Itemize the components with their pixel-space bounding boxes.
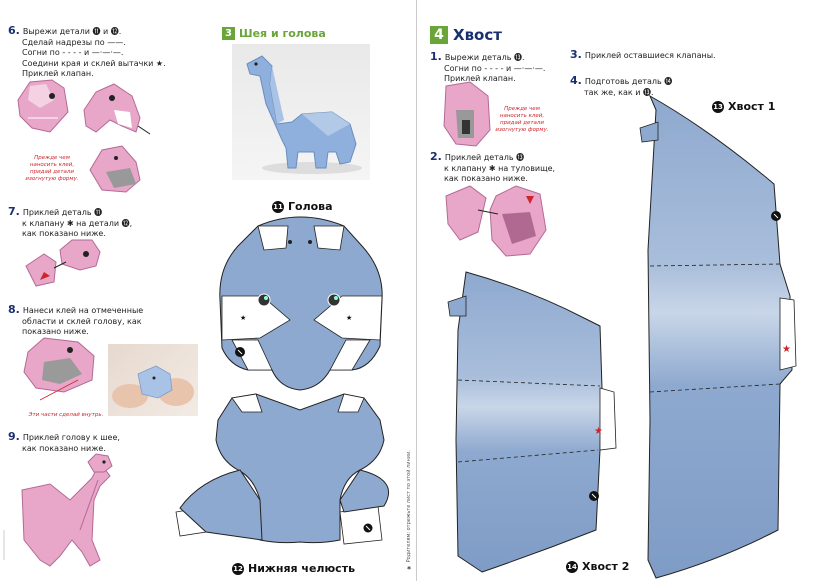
jaw-piece xyxy=(175,393,389,545)
svg-text:★: ★ xyxy=(346,314,352,322)
step-6: 6.Вырежи детали ⓫ и ⓬. Сделай надрезы по… xyxy=(8,24,166,78)
step-1: 1.Вырежи деталь ⓭. Согни по - - - - и —·… xyxy=(430,50,546,83)
section-header-tail: 4 Хвост xyxy=(430,26,502,44)
pink-head-piece-icon xyxy=(17,79,69,133)
pink-tail-attach-icon xyxy=(445,185,547,257)
svg-text:★: ★ xyxy=(240,314,246,322)
page-spine xyxy=(416,0,417,581)
section-title: Хвост xyxy=(453,26,502,44)
pink-tail-fold-icon xyxy=(443,81,491,147)
warning-note-inside: Эти части сделай внутрь. xyxy=(28,412,104,418)
tail-2-piece: ★ xyxy=(447,271,617,573)
section-header-neck-head: 3 Шея и голова xyxy=(222,27,326,40)
warning-note: Прежде чем наносить клей, придай детали … xyxy=(25,155,79,182)
section-badge: 4 xyxy=(430,26,448,44)
warning-note: Прежде чем наносить клей, придай детали … xyxy=(495,106,549,133)
step-8: 8.Нанеси клей на отмеченные области и ск… xyxy=(8,303,144,336)
hands-holding-head-icon xyxy=(112,365,194,408)
svg-text:★: ★ xyxy=(782,344,791,355)
dinosaur-figure-icon xyxy=(246,55,362,174)
step-7: 7.Приклей деталь ⓫ к клапану ✱ на детали… xyxy=(8,205,133,238)
step-2: 2.Приклей деталь ⓭ к клапану ✱ на тулови… xyxy=(430,150,556,183)
tail-1-piece: ★ xyxy=(639,94,797,579)
hands-photo xyxy=(108,344,198,416)
head-piece: ★ ★ xyxy=(219,216,383,391)
pink-head-assembly-icon xyxy=(25,239,101,287)
step-number: 6. xyxy=(8,24,20,37)
step-4: 4.Подготовь деталь ⓮ так же, как и ⓭. xyxy=(570,74,673,97)
section-badge: 3 xyxy=(222,27,235,40)
dinosaur-photo xyxy=(232,44,370,180)
pink-folded-head-icon xyxy=(89,145,141,193)
pink-jaw-piece-icon xyxy=(83,83,151,135)
step-3: 3.Приклей оставшиеся клапаны. xyxy=(570,48,716,61)
pink-head-glue-icon xyxy=(23,337,95,401)
pink-dinosaur-body-icon xyxy=(21,453,113,567)
step-9: 9.Приклей голову к шее, как показано ниж… xyxy=(8,430,120,453)
svg-text:★: ★ xyxy=(594,426,603,437)
section-title: Шея и голова xyxy=(239,27,326,40)
